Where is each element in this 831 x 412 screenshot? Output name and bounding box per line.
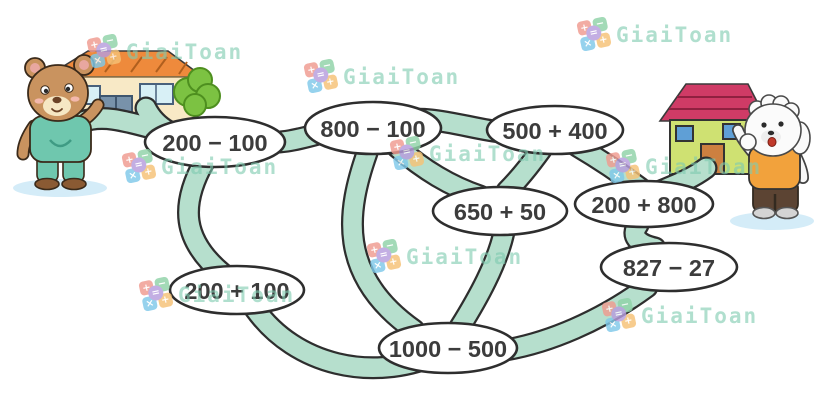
right-house-window-left	[675, 125, 694, 142]
expression-label: 500 + 400	[502, 118, 607, 144]
watermark: GiaiToan	[303, 58, 460, 94]
bear-pocket	[49, 139, 72, 148]
expression-node-650-plus-50: 650 + 50	[431, 185, 569, 237]
road-650-plus-50-to-1000-minus-500	[450, 222, 514, 337]
watermark: GiaiToan	[576, 16, 733, 52]
right-house-roof-shingles	[669, 96, 760, 110]
bear-puddle	[13, 179, 107, 197]
puppy-character-icon	[730, 94, 814, 230]
svg-text:GiaiToan: GiaiToan	[178, 283, 295, 307]
watermark: GiaiToan	[366, 238, 523, 274]
watermark: GiaiToan	[605, 148, 762, 184]
expression-label: 1000 − 500	[389, 336, 507, 362]
expression-label: 650 + 50	[454, 199, 546, 225]
svg-text:GiaiToan: GiaiToan	[161, 155, 278, 179]
right-house	[658, 83, 769, 175]
expression-label: 200 + 800	[591, 192, 696, 218]
svg-text:GiaiToan: GiaiToan	[616, 23, 733, 47]
watermark: GiaiToan	[601, 297, 758, 333]
expression-node-1000-minus-500: 1000 − 500	[377, 321, 519, 375]
expression-node-200-plus-100: 200 + 100	[168, 264, 306, 316]
watermark: GiaiToan	[86, 33, 243, 69]
expression-label: 200 + 100	[184, 278, 289, 304]
svg-text:GiaiToan: GiaiToan	[645, 155, 762, 179]
expression-node-827-minus-27: 827 − 27	[599, 241, 739, 293]
svg-text:GiaiToan: GiaiToan	[126, 40, 243, 64]
watermark: GiaiToan	[121, 148, 278, 184]
svg-text:GiaiToan: GiaiToan	[343, 65, 460, 89]
expression-nodes: 200 − 100 800 − 100 500 + 400 650 + 50 2…	[143, 100, 739, 375]
watermark: GiaiToan	[138, 276, 295, 312]
road-800-minus-100-to-1000-minus-500	[343, 143, 424, 340]
bear-overalls	[29, 115, 92, 163]
expression-node-200-plus-800: 200 + 800	[573, 179, 715, 229]
road-200-minus-100-to-200-plus-100	[179, 152, 233, 284]
bush-icon	[173, 67, 221, 117]
expression-label: 827 − 27	[623, 255, 715, 281]
expression-node-200-minus-100: 200 − 100	[143, 115, 287, 169]
watermark: GiaiToan	[389, 135, 546, 171]
expression-label: 200 − 100	[162, 130, 267, 156]
watermarks: GiaiToan GiaiToan GiaiToan GiaiToan Giai…	[86, 16, 762, 333]
svg-text:GiaiToan: GiaiToan	[406, 245, 523, 269]
expression-node-500-plus-400: 500 + 400	[485, 104, 625, 156]
svg-text:GiaiToan: GiaiToan	[641, 304, 758, 328]
puppy-head	[739, 94, 811, 157]
bear-head	[24, 54, 95, 122]
bear-character-icon	[13, 54, 107, 197]
svg-text:GiaiToan: GiaiToan	[429, 142, 546, 166]
